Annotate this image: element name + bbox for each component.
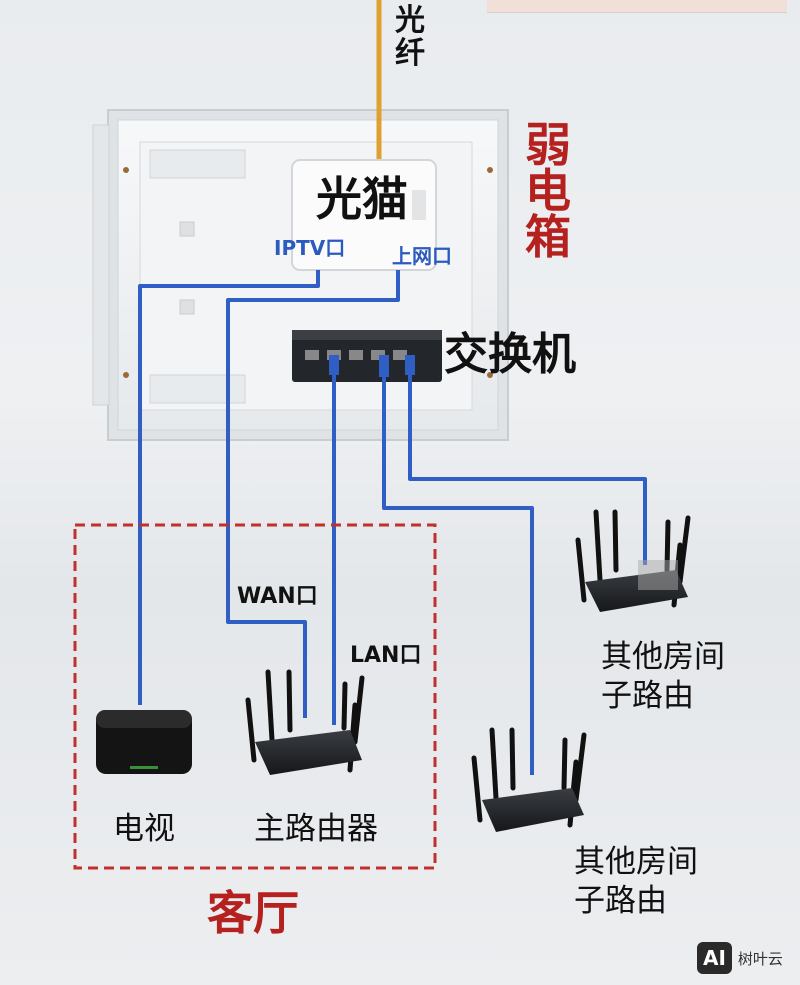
wan-port-label: WAN口 xyxy=(237,584,318,609)
lan-port-label: LAN口 xyxy=(350,643,422,668)
cables xyxy=(138,270,647,775)
modem-label: 光猫 xyxy=(316,172,408,226)
living-room-box xyxy=(73,523,437,870)
living-room-label: 客厅 xyxy=(207,886,299,940)
tv-box-device xyxy=(96,710,192,774)
weak-box-label: 弱电箱 xyxy=(525,118,571,264)
main-router-device xyxy=(245,669,365,775)
other-router-2-label: 其他房间 子路由 xyxy=(574,844,698,919)
fiber-label: 光纤 xyxy=(395,3,425,71)
top-strip xyxy=(487,0,787,13)
other-router-1-device xyxy=(575,509,691,612)
switch-device xyxy=(292,330,442,382)
modem-device xyxy=(291,159,437,271)
main-router-label: 主路由器 xyxy=(254,811,378,847)
tv-label: 电视 xyxy=(113,811,175,847)
watermark: AI 树叶云 xyxy=(697,940,783,976)
watermark-text: 树叶云 xyxy=(737,949,783,968)
other-router-2-device xyxy=(471,727,587,832)
watermark-badge: AI xyxy=(697,942,732,974)
internet-port-label: 上网口 xyxy=(392,244,452,268)
iptv-port-label: IPTV口 xyxy=(274,236,346,260)
switch-label: 交换机 xyxy=(444,329,576,380)
other-router-1-label: 其他房间 子路由 xyxy=(601,639,725,714)
